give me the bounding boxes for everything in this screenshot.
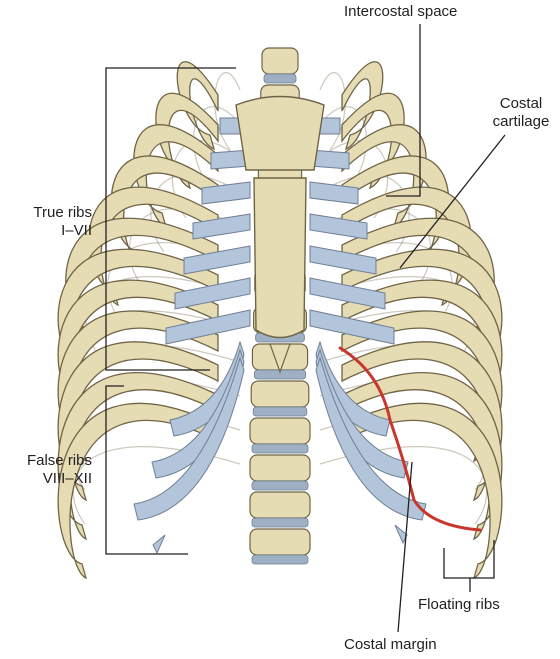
floating-rib-tip bbox=[152, 534, 166, 555]
vertebra bbox=[249, 528, 311, 556]
label-costal-cartilage-line1: Costal bbox=[499, 95, 543, 112]
vertebra bbox=[249, 417, 311, 445]
manubrium bbox=[235, 95, 325, 171]
bracket-floating-ribs bbox=[443, 540, 495, 579]
label-true-ribs-line2: I–VII bbox=[61, 222, 92, 239]
posterior-rib bbox=[214, 72, 346, 151]
rib bbox=[133, 124, 219, 229]
leader-costal-margin bbox=[397, 461, 413, 633]
intervertebral-disc bbox=[251, 480, 309, 491]
vertebra bbox=[249, 454, 311, 482]
leader-lines bbox=[105, 24, 506, 633]
costal-cartilage bbox=[201, 181, 251, 205]
label-false-ribs-line1: False ribs bbox=[26, 452, 92, 469]
rib bbox=[341, 341, 503, 502]
vertebra bbox=[261, 47, 299, 75]
label-intercostal-space: Intercostal space bbox=[344, 3, 458, 20]
label-floating-ribs: Floating ribs bbox=[418, 596, 500, 613]
leader-intercostal-space bbox=[386, 24, 421, 197]
label-false-ribs-line2: VIII–XII bbox=[42, 470, 92, 487]
label-costal-cartilage-line2: cartilage bbox=[492, 113, 550, 130]
costal-cartilages bbox=[133, 117, 427, 555]
xiphoid-process bbox=[269, 343, 291, 374]
costal-cartilage bbox=[309, 245, 377, 275]
label-costal-margin: Costal margin bbox=[344, 636, 437, 653]
label-costal-cartilage: Costal cartilage bbox=[486, 95, 556, 131]
label-false-ribs: False ribs VIII–XII bbox=[0, 452, 92, 488]
false-rib-cartilage bbox=[133, 356, 245, 521]
costal-cartilage bbox=[309, 213, 368, 240]
floating-rib-tip bbox=[394, 524, 408, 545]
costal-cartilage bbox=[165, 309, 251, 345]
leader-costal-cartilage bbox=[399, 134, 506, 269]
bracket-true-ribs bbox=[105, 67, 236, 371]
rib bbox=[176, 61, 219, 151]
rib bbox=[57, 341, 219, 502]
rib bbox=[341, 372, 503, 541]
costal-margin-red-line bbox=[338, 346, 482, 532]
intervertebral-disc bbox=[251, 443, 309, 454]
rib bbox=[341, 124, 427, 229]
costal-cartilage bbox=[174, 277, 251, 310]
costal-cartilage bbox=[192, 213, 251, 240]
intervertebral-disc bbox=[263, 73, 297, 84]
costal-cartilage bbox=[183, 245, 251, 275]
sternum bbox=[235, 95, 325, 374]
rib bbox=[57, 310, 219, 463]
vertebra bbox=[249, 491, 311, 519]
label-true-ribs-line1: True ribs bbox=[33, 204, 92, 221]
vertebra bbox=[250, 380, 310, 408]
costal-cartilage bbox=[309, 277, 386, 310]
costal-margin-line bbox=[338, 346, 482, 532]
sternum-body bbox=[253, 177, 307, 339]
costal-cartilage bbox=[309, 309, 395, 345]
costal-cartilage bbox=[309, 181, 359, 205]
rib bbox=[57, 372, 219, 541]
rib bbox=[341, 310, 503, 463]
posterior-rib bbox=[193, 106, 367, 185]
intervertebral-disc bbox=[251, 554, 309, 565]
rib bbox=[341, 61, 384, 151]
bracket-false-ribs bbox=[105, 385, 188, 555]
label-true-ribs: True ribs I–VII bbox=[0, 204, 92, 240]
intervertebral-disc bbox=[251, 517, 309, 528]
intervertebral-disc bbox=[252, 406, 308, 417]
